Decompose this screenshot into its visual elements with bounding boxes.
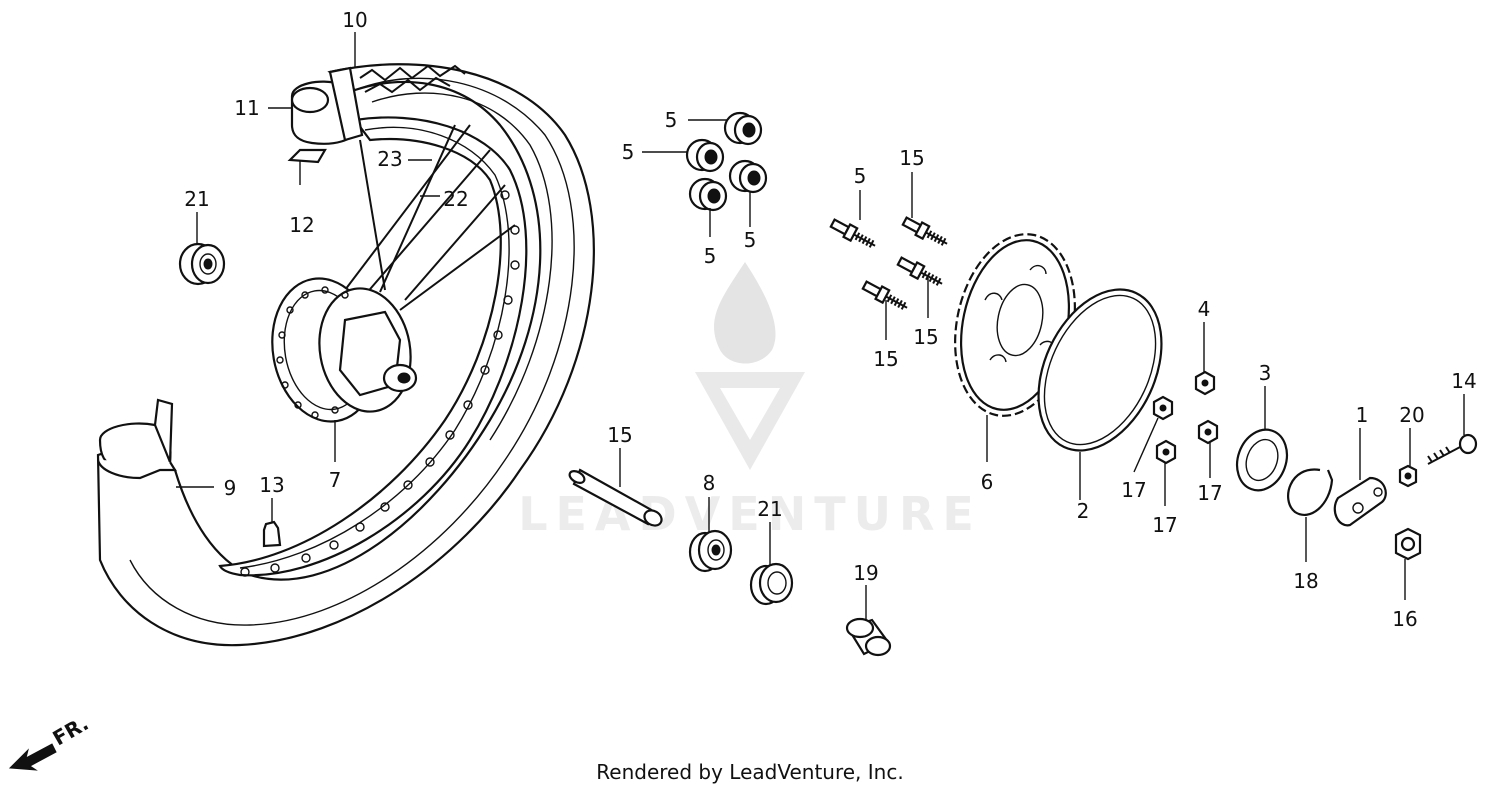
callouts: 10 11 12 21 23 22 7 9 13 5 5 5 5 5 15 15… [184, 8, 1476, 631]
leader-lines [176, 32, 1465, 620]
callout-12: 12 [289, 213, 314, 237]
callout-10: 10 [342, 8, 367, 32]
callout-17-d: 17 [1197, 481, 1222, 505]
callout-2: 6 [981, 470, 994, 494]
callout-20: 20 [1399, 403, 1424, 427]
inner-tube [96, 398, 177, 480]
leadventure-watermark: LEADVENTURE [518, 262, 982, 541]
callout-1: 1 [1356, 403, 1369, 427]
spokes [344, 124, 516, 311]
callout-3: 3 [1259, 361, 1272, 385]
direction-label: FR. [49, 711, 93, 750]
callout-15-c: 15 [913, 325, 938, 349]
axle [568, 468, 663, 527]
bearing-left [178, 242, 226, 286]
callout-17-c: 17 [1152, 513, 1177, 537]
o-ring [1037, 288, 1163, 452]
dampers [685, 111, 768, 212]
rim-band [287, 66, 364, 164]
washer [1235, 428, 1289, 492]
callout-22: 22 [443, 187, 468, 211]
callout-4: 2 [1077, 499, 1090, 523]
bearing-center [688, 529, 733, 573]
stud-bolts [829, 216, 948, 310]
callout-15-b: 15 [899, 146, 924, 170]
callout-19: 21 [757, 497, 782, 521]
footer-credit: Rendered by LeadVenture, Inc. [596, 760, 904, 784]
callout-11: 11 [234, 96, 259, 120]
nuts [1152, 370, 1422, 561]
callout-23: 23 [377, 147, 402, 171]
callout-16: 16 [1392, 607, 1417, 631]
chain-adjuster [1333, 476, 1387, 527]
callout-7: 7 [329, 468, 342, 492]
callout-21-center: 8 [703, 471, 716, 495]
circlip [1287, 468, 1334, 516]
callout-5-a: 5 [665, 108, 678, 132]
rim [218, 116, 528, 577]
callout-5-b: 5 [622, 140, 635, 164]
adjuster-bolt [1427, 433, 1478, 465]
callout-18: 18 [1293, 569, 1318, 593]
callout-5-c: 5 [704, 244, 717, 268]
oil-seal [749, 562, 794, 606]
callout-9: 9 [224, 476, 237, 500]
valve-cap [262, 520, 282, 548]
callout-21-left: 21 [184, 187, 209, 211]
callout-17-b: 17 [1121, 478, 1146, 502]
callout-5-d: 5 [744, 228, 757, 252]
callout-14: 14 [1451, 369, 1476, 393]
hub [271, 277, 418, 423]
callout-13: 13 [259, 473, 284, 497]
callout-15-a: 5 [854, 164, 867, 188]
callout-15-d: 15 [873, 347, 898, 371]
callout-6: 19 [853, 561, 878, 585]
collar [845, 617, 892, 657]
watermark-text: LEADVENTURE [518, 487, 982, 541]
callout-17-a: 4 [1198, 297, 1211, 321]
callout-8: 15 [607, 423, 632, 447]
